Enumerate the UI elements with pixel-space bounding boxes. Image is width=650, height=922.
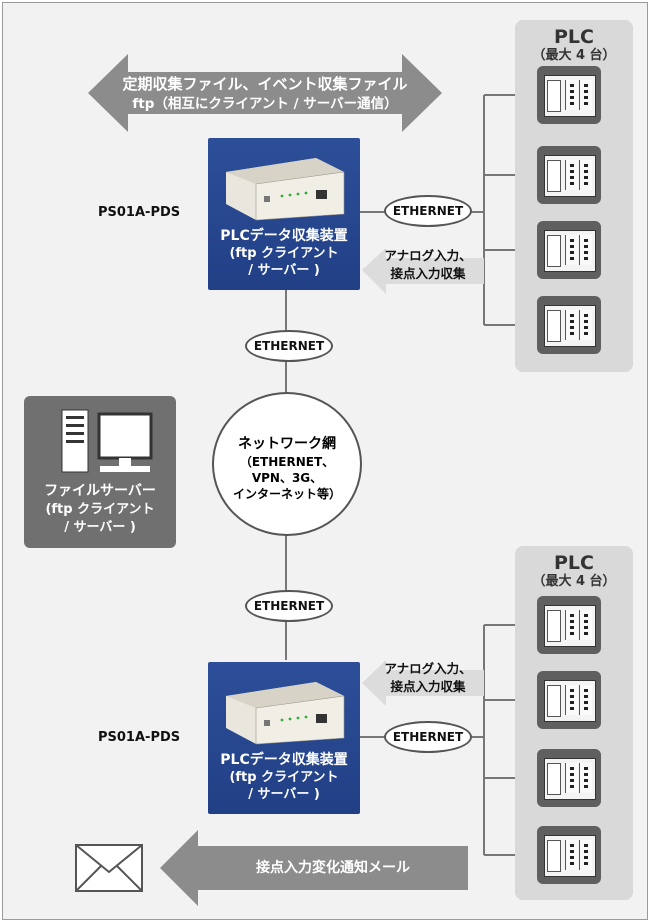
analog-line: アナログ入力、 <box>384 248 472 263</box>
plc-max-label: （最大 4 台） <box>532 574 616 589</box>
data-collector-device-top: PLCデータ収集装置 (ftp クライアント / サーバー ) <box>208 138 360 290</box>
device-model-bottom: PS01A-PDS <box>98 730 181 745</box>
device-caption-top: PLCデータ収集装置 (ftp クライアント / サーバー ) <box>208 228 360 279</box>
network-line2: VPN、3G、 <box>251 471 323 485</box>
plc-unit-icon <box>537 146 601 204</box>
caption-line: / サーバー ) <box>248 263 320 278</box>
caption-line: / サーバー ) <box>248 787 320 802</box>
analog-input-label-top: アナログ入力、 接点入力収集 <box>372 247 484 283</box>
file-server: ファイルサーバー (ftp クライアント / サーバー ) <box>24 396 176 548</box>
top-arrow-line2: ftp（相互にクライアント / サーバー通信） <box>132 96 398 112</box>
server-computer-icon <box>61 409 153 473</box>
plc-unit-icon <box>537 296 601 354</box>
top-arrow-line1: 定期収集ファイル、イベント収集ファイル <box>122 75 408 93</box>
plc-max-label: （最大 4 台） <box>532 48 616 63</box>
plc-unit-icon <box>537 749 601 807</box>
network-title: ネットワーク網 <box>238 436 336 452</box>
caption-line: (ftp クライアント <box>229 246 339 261</box>
device-caption-bottom: PLCデータ収集装置 (ftp クライアント / サーバー ) <box>208 752 360 803</box>
network-line1: （ETHERNET、 <box>239 455 335 469</box>
mail-arrow-shape <box>160 830 468 906</box>
plc-title-top: PLC （最大 4 台） <box>515 26 633 64</box>
ethernet-label-top-right: ETHERNET <box>384 195 472 227</box>
file-server-line3: / サーバー ) <box>64 520 136 535</box>
analog-line: 接点入力収集 <box>390 266 466 281</box>
caption-line: PLCデータ収集装置 <box>220 228 348 244</box>
plc-label: PLC <box>554 552 594 574</box>
file-server-line2: (ftp クライアント <box>45 502 155 517</box>
device-photo-icon <box>226 682 345 745</box>
ethernet-label-bottom-right: ETHERNET <box>384 721 472 753</box>
caption-line: (ftp クライアント <box>229 770 339 785</box>
plc-unit-icon <box>537 66 601 124</box>
ethernet-label-lower-vertical: ETHERNET <box>245 590 333 622</box>
plc-label: PLC <box>554 26 594 48</box>
plc-unit-icon <box>537 826 601 884</box>
device-photo-icon <box>226 158 345 221</box>
plc-unit-icon <box>537 671 601 729</box>
file-server-line1: ファイルサーバー <box>44 483 156 499</box>
network-cloud: ネットワーク網 （ETHERNET、 VPN、3G、 インターネット等） <box>212 392 362 536</box>
bidirectional-arrow-shape <box>88 54 442 132</box>
network-line3: インターネット等） <box>232 487 341 501</box>
analog-line: アナログ入力、 <box>384 661 472 676</box>
mail-notification-label: 接点入力変化通知メール <box>256 860 410 876</box>
plc-unit-icon <box>537 221 601 279</box>
data-collector-device-bottom: PLCデータ収集装置 (ftp クライアント / サーバー ) <box>208 662 360 814</box>
device-model-top: PS01A-PDS <box>98 205 181 220</box>
analog-line: 接点入力収集 <box>390 679 466 694</box>
plc-unit-icon <box>537 596 601 654</box>
top-arrow-label: 定期収集ファイル、イベント収集ファイル ftp（相互にクライアント / サーバー… <box>110 74 420 114</box>
analog-input-label-bottom: アナログ入力、 接点入力収集 <box>372 660 484 696</box>
caption-line: PLCデータ収集装置 <box>220 752 348 768</box>
ethernet-label-upper-vertical: ETHERNET <box>245 330 333 362</box>
envelope-icon <box>75 844 143 892</box>
plc-title-bottom: PLC （最大 4 台） <box>515 552 633 590</box>
